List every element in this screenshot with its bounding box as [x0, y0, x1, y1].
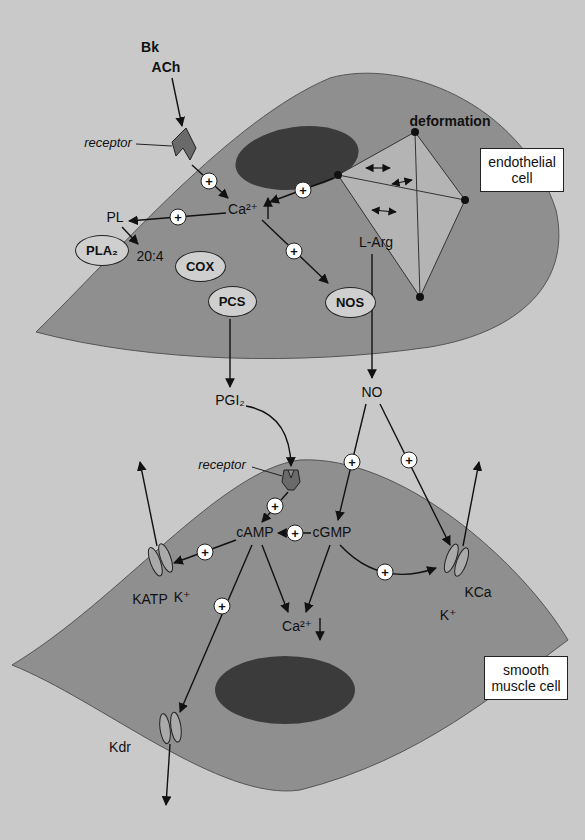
vertex-dots: [334, 128, 469, 301]
receptor-symbol: [172, 128, 196, 160]
receptor-symbol: [282, 470, 300, 490]
plus-sign: +: [344, 454, 361, 471]
smooth-muscle-cell-body: [12, 460, 568, 791]
pathway-label: KATP: [132, 592, 168, 607]
plus-sign: +: [287, 525, 304, 542]
plus-sign: +: [201, 173, 218, 190]
plus-sign: +: [214, 598, 231, 615]
enzyme-oval: NOS: [325, 287, 376, 318]
plus-sign: +: [170, 209, 187, 226]
pathway-label: PGI₂: [215, 393, 245, 408]
nucleus: [215, 656, 355, 724]
pathway-label: K⁺: [440, 608, 457, 623]
pathway-label: cGMP: [313, 525, 352, 540]
pathway-label: Ca²⁺: [282, 619, 312, 634]
plus-sign: +: [286, 243, 303, 260]
enzyme-oval: COX: [175, 251, 226, 282]
stretch-arrows: [366, 168, 412, 212]
pathway-label: ACh: [152, 60, 181, 75]
plus-sign: +: [295, 182, 312, 199]
node-text: PLA₂: [86, 243, 118, 258]
pathway-label: 20:4: [136, 249, 163, 264]
endothelial-cell-body: [36, 73, 559, 358]
deformation-area: [338, 132, 465, 297]
pathway-label: PL: [106, 210, 123, 225]
plus-sign: +: [401, 452, 418, 469]
node-text: PCS: [219, 294, 246, 309]
pathway-label: cAMP: [236, 525, 273, 540]
pathway-label: K⁺: [174, 590, 191, 605]
plus-sign: +: [267, 498, 284, 515]
node-text: NOS: [336, 295, 364, 310]
pathway-label: NO: [362, 385, 383, 400]
pathway-label: receptor: [198, 458, 246, 472]
plus-sign: +: [377, 564, 394, 581]
node-text: smooth muscle cell: [491, 662, 561, 694]
pathway-label: receptor: [84, 136, 132, 150]
cell-label-box: smooth muscle cell: [484, 656, 568, 700]
deformation-lines: [338, 132, 465, 297]
node-text: endothelial cell: [487, 154, 557, 186]
plus-sign: +: [197, 544, 214, 561]
enzyme-oval: PCS: [208, 286, 257, 317]
cell-label-box: endothelial cell: [480, 148, 564, 192]
pathway-arrows: [122, 78, 479, 805]
pathway-label: deformation: [410, 114, 491, 129]
enzyme-oval: PLA₂: [75, 235, 129, 266]
node-text: COX: [186, 259, 214, 274]
pathway-label: KCa: [464, 585, 491, 600]
ion-channel: [158, 712, 183, 745]
pathway-label: Ca²⁺: [228, 202, 258, 217]
pathway-label: Bk: [141, 40, 159, 55]
ion-channel: [145, 542, 175, 577]
ion-channel: [441, 542, 471, 577]
pathway-label: Kdr: [109, 740, 131, 755]
leader-lines: [136, 144, 282, 476]
pathway-label: L-Arg: [359, 235, 393, 250]
